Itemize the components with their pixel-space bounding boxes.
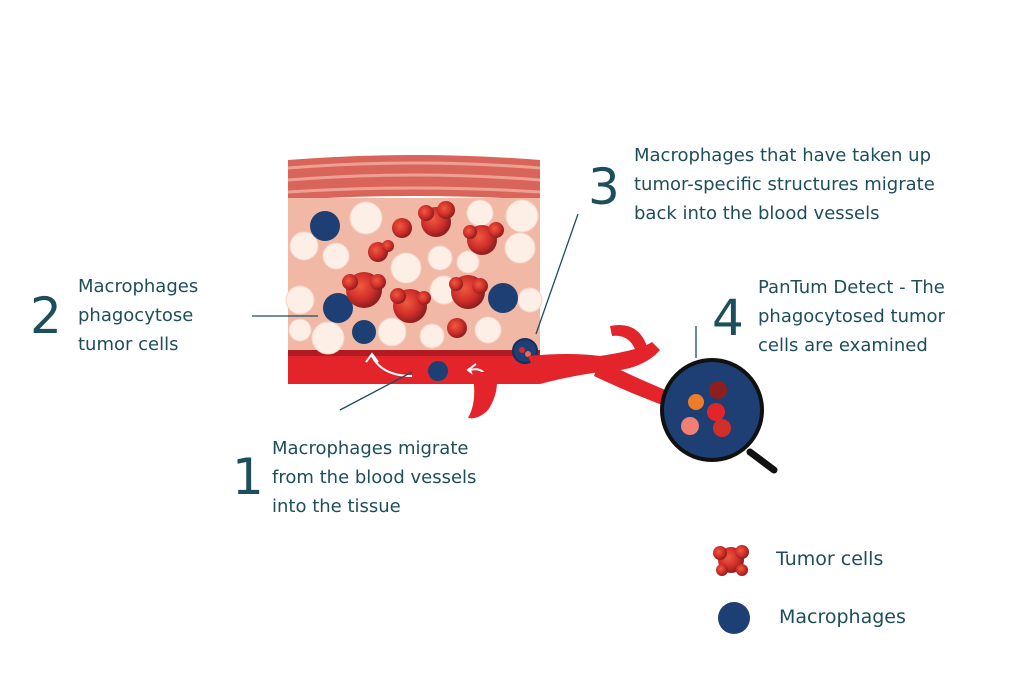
leader-line-3 <box>535 213 579 335</box>
step-3-line-1: Macrophages that have taken up <box>634 145 932 166</box>
step-1-line-3: into the tissue <box>272 496 401 517</box>
step-1-line-2: from the blood vessels <box>272 467 477 488</box>
step-1-number: 1 <box>232 448 264 506</box>
step-3-line-3: back into the blood vessels <box>634 203 880 224</box>
tumor-clusters <box>342 201 504 338</box>
step-4-text: PanTum Detect - The phagocytosed tumor c… <box>758 273 945 360</box>
step-2-line-2: phagocytose <box>78 305 194 326</box>
step-4-line-2: phagocytosed tumor <box>758 306 945 327</box>
step-1-line-1: Macrophages migrate <box>272 438 469 459</box>
legend-tumor-icon <box>713 545 749 576</box>
step-2-line-1: Macrophages <box>78 276 199 297</box>
step-4-number: 4 <box>712 289 744 347</box>
leader-lines <box>252 213 697 411</box>
step-4-line-3: cells are examined <box>758 335 928 356</box>
magnifier-icon <box>660 358 778 474</box>
healthy-cells <box>285 199 543 355</box>
step-3-number: 3 <box>588 158 620 216</box>
step-2-text: Macrophages phagocytose tumor cells <box>78 272 198 359</box>
macrophages-in-tissue <box>310 211 538 381</box>
leader-line-1 <box>339 371 413 411</box>
step-1-text: Macrophages migrate from the blood vesse… <box>272 434 476 521</box>
legend-tumor-label: Tumor cells <box>776 548 884 570</box>
step-2-line-3: tumor cells <box>78 334 179 355</box>
blood-vessel <box>468 325 680 419</box>
legend-macrophage-icon <box>718 602 750 634</box>
step-3-text: Macrophages that have taken up tumor-spe… <box>634 141 935 228</box>
step-4-line-1: PanTum Detect - The <box>758 277 945 298</box>
legend-macrophage-label: Macrophages <box>779 606 906 628</box>
step-3-line-2: tumor-specific structures migrate <box>634 174 935 195</box>
step-2-number: 2 <box>30 287 62 345</box>
